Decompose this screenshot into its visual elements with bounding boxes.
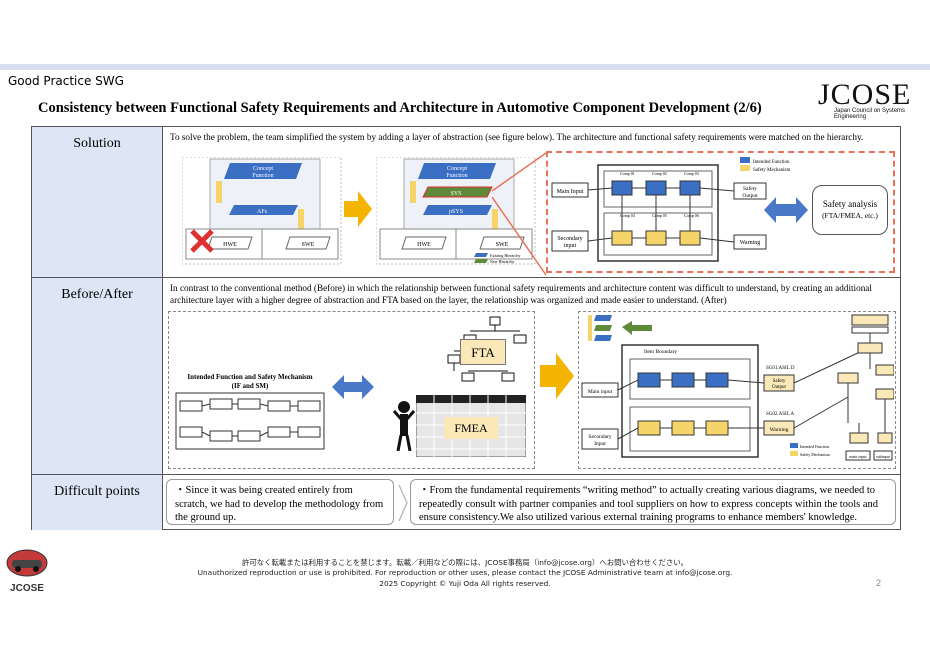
legend-sm: Safety Mechanism xyxy=(800,452,831,457)
swg-label: Good Practice SWG xyxy=(8,74,124,88)
small-logo-text: JCOSE xyxy=(10,583,44,594)
safety-analysis-label: Safety analysis xyxy=(822,199,878,209)
content-table: Solution Before/After Difficult points T… xyxy=(31,126,901,530)
comp-label: Comp 06 xyxy=(684,213,699,218)
logo-subtitle: Japan Council on Systems Engineering xyxy=(834,108,906,120)
sys-label: SYS xyxy=(450,191,461,197)
warning-label: Warning xyxy=(740,240,761,246)
secondary-input-label: Secondary xyxy=(557,236,582,242)
transition-arrow-icon xyxy=(344,191,372,227)
secondary-input-label: input xyxy=(564,243,577,249)
difficult-left-box: ・Since it was being created entirely fro… xyxy=(166,479,394,525)
secondary-input-label: Secondary xyxy=(588,434,611,440)
legend-existing: Existing Hierarchy xyxy=(490,253,520,258)
comp-label: Comp 01 xyxy=(620,171,635,176)
hierarchy-mini-icon xyxy=(588,315,612,341)
comp-label: Comp 04 xyxy=(620,213,635,218)
row-label-solution: Solution xyxy=(32,127,163,277)
after-figure: Item Boundary Main input Secondary Input… xyxy=(581,314,894,461)
item-boundary-label: Item Boundary xyxy=(644,349,677,355)
confused-person-icon xyxy=(392,401,416,452)
safety-output-label: Safety xyxy=(743,185,757,192)
safety-output-label: Output xyxy=(742,193,758,199)
fta-label: FTA xyxy=(471,345,495,360)
fta-tree-figure xyxy=(837,314,894,461)
new-hierarchy-figure: Concept Function SYS pSYS HWE SWE Existi… xyxy=(376,157,536,265)
jcose-logo: JCOSE Japan Council on Systems Engineeri… xyxy=(818,78,928,121)
page-title: Consistency between Functional Safety Re… xyxy=(38,100,762,116)
after-frame xyxy=(578,311,896,469)
car-emblem-icon xyxy=(6,549,48,577)
architecture-detail-figure: Intended Function Safety Mechanism Comp … xyxy=(551,157,790,262)
swe-label: SWE xyxy=(302,242,315,248)
afs-label: AFs xyxy=(257,209,268,215)
chevron-right-icon xyxy=(398,484,408,522)
fta-main-input: main input xyxy=(849,454,867,459)
before-after-arrow-icon xyxy=(540,353,574,399)
fmea-label: FMEA xyxy=(454,421,488,435)
legend-if: Intended Function xyxy=(753,160,790,165)
difficult-right-text: ・From the fundamental requirements “writ… xyxy=(419,485,878,523)
row-divider xyxy=(32,277,900,278)
before-after-label: Before/After xyxy=(61,287,133,302)
warning-label: Warning xyxy=(770,427,789,433)
hwe-label: HWE xyxy=(223,242,237,248)
before-title-sub: (IF and SM) xyxy=(232,382,269,390)
fta-label-box: FTA xyxy=(460,339,506,365)
row-divider xyxy=(32,474,900,475)
before-after-text: In contrast to the conventional method (… xyxy=(170,283,872,305)
top-accent-bar xyxy=(0,64,930,70)
fta-subinput: subinput xyxy=(876,454,891,459)
footer-japanese: 許可なく転載または利用することを禁じます。転載／利用などの際には、JCOSE事務… xyxy=(241,558,689,567)
comp-label: Comp 03 xyxy=(684,171,699,176)
row-label-before-after: Before/After xyxy=(32,278,163,474)
bidirectional-arrow-icon xyxy=(332,375,374,399)
solution-label: Solution xyxy=(73,136,121,151)
sg02-label: SG02.ASIL A xyxy=(766,412,795,417)
footer-english: Unauthorized reproduction or use is proh… xyxy=(197,568,733,577)
legend-if: Intended Function xyxy=(800,444,829,449)
difficult-left-text: ・Since it was being created entirely fro… xyxy=(175,485,384,523)
bidirectional-arrow-icon xyxy=(764,197,808,223)
comp-label: Comp 02 xyxy=(652,171,667,176)
swe-label: SWE xyxy=(496,242,509,248)
before-title: Intended Function and Safety Mechanism xyxy=(187,373,312,381)
legend-sm: Safety Mechanism xyxy=(753,168,790,173)
safety-analysis-box: Safety analysis (FTA/FMEA, etc.) xyxy=(812,185,888,235)
footer-copyright: 2025 Copyright © Yuji Oda All rights res… xyxy=(379,579,551,588)
sg01-label: SG01.ASIL D xyxy=(766,366,795,371)
zoom-connector xyxy=(492,152,547,276)
concept-label: Concept xyxy=(253,166,273,172)
secondary-input-label: Input xyxy=(594,441,606,447)
function-label: Function xyxy=(446,173,467,179)
difficult-right-box: ・From the fundamental requirements “writ… xyxy=(410,479,896,525)
main-input-label: Main input xyxy=(588,389,613,395)
old-hierarchy-figure: Concept Function AFs HWE SWE xyxy=(182,157,342,265)
before-frame xyxy=(168,311,535,469)
hwe-label: HWE xyxy=(417,242,431,248)
safety-analysis-sub: (FTA/FMEA, etc.) xyxy=(822,211,878,220)
safety-output-label: Safety xyxy=(773,379,786,384)
function-label: Function xyxy=(252,173,273,179)
concept-label: Concept xyxy=(447,166,467,172)
logo-text: JCOSE xyxy=(818,78,912,111)
page-number: 2 xyxy=(876,578,882,588)
main-input-label: Main Input xyxy=(557,189,584,195)
difficult-label: Difficult points xyxy=(54,484,140,499)
comp-label: Comp 05 xyxy=(652,213,667,218)
fmea-label-box: FMEA xyxy=(444,417,498,439)
psys-label: pSYS xyxy=(449,209,463,215)
solution-text: To solve the problem, the team simplifie… xyxy=(170,132,864,142)
jcose-small-logo: JCOSE xyxy=(4,548,50,594)
safety-output-label: Output xyxy=(772,385,787,390)
row-label-difficult: Difficult points xyxy=(32,475,163,530)
before-figure: Intended Function and Safety Mechanism (… xyxy=(175,316,527,452)
zoom-box xyxy=(546,151,895,273)
legend-new: New Hierarchy xyxy=(490,259,515,264)
